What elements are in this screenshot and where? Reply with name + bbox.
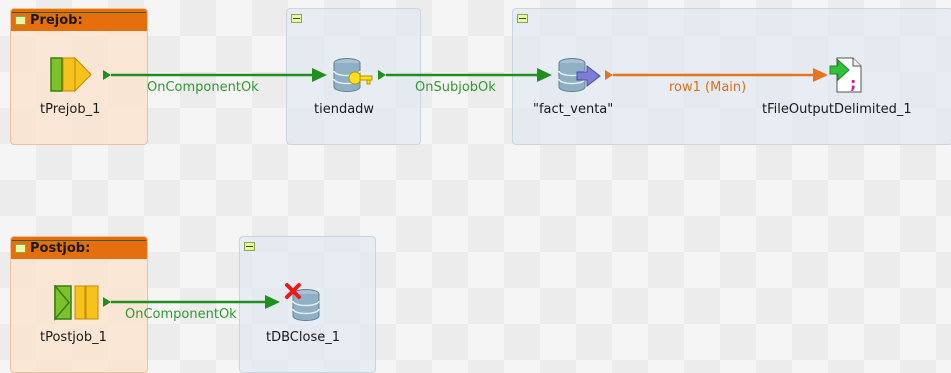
onSubjobOk-connection[interactable] — [378, 68, 552, 82]
prejob-header[interactable]: Prejob: — [11, 9, 147, 31]
file-output-icon: ; — [829, 57, 862, 93]
tprejob-label: tPrejob_1 — [40, 102, 101, 117]
tprejob-component[interactable] — [49, 56, 101, 93]
db-connection-icon — [333, 58, 373, 92]
tpostjob-component[interactable] — [53, 284, 103, 321]
collapse-icon[interactable] — [291, 14, 302, 23]
postjob-title: Postjob: — [30, 240, 91, 256]
tdbclose-component[interactable] — [285, 283, 323, 321]
onComponentOk-connection[interactable] — [103, 68, 327, 82]
collapse-icon[interactable] — [15, 243, 26, 253]
postjob-header[interactable]: Postjob: — [11, 237, 147, 259]
tfileoutput-component[interactable]: ; — [829, 56, 863, 94]
collapse-icon[interactable] — [15, 15, 26, 25]
svg-text:;: ; — [850, 74, 856, 93]
prejob-icon — [50, 56, 92, 93]
collapse-icon[interactable] — [244, 242, 255, 251]
tpostjob-label: tPostjob_1 — [40, 330, 107, 345]
prejob-subjob[interactable]: Prejob: — [10, 8, 148, 145]
postjob-icon — [54, 284, 99, 321]
collapse-icon[interactable] — [517, 14, 528, 23]
onSubjobOk-label[interactable]: OnSubjobOk — [415, 80, 496, 95]
postjob-onComponentOk-label[interactable]: OnComponentOk — [125, 307, 237, 322]
db-close-icon — [285, 283, 320, 321]
tiendadw-subjob[interactable] — [286, 8, 421, 145]
tiendadw-label: tiendadw — [314, 102, 375, 117]
db-input-icon — [558, 58, 601, 92]
postjob-onComponentOk-connection[interactable] — [103, 295, 280, 309]
onComponentOk-label[interactable]: OnComponentOk — [147, 80, 259, 95]
tfileoutput-label: tFileOutputDelimited_1 — [762, 102, 912, 117]
row1-main-label[interactable]: row1 (Main) — [669, 80, 747, 95]
prejob-title: Prejob: — [30, 12, 83, 28]
tiendadw-component[interactable] — [330, 58, 374, 94]
tdbclose-label: tDBClose_1 — [266, 330, 340, 345]
row1-main-connection[interactable] — [605, 68, 828, 82]
fact-venta-label: "fact_venta" — [533, 102, 614, 117]
fact-venta-component[interactable] — [555, 58, 603, 94]
